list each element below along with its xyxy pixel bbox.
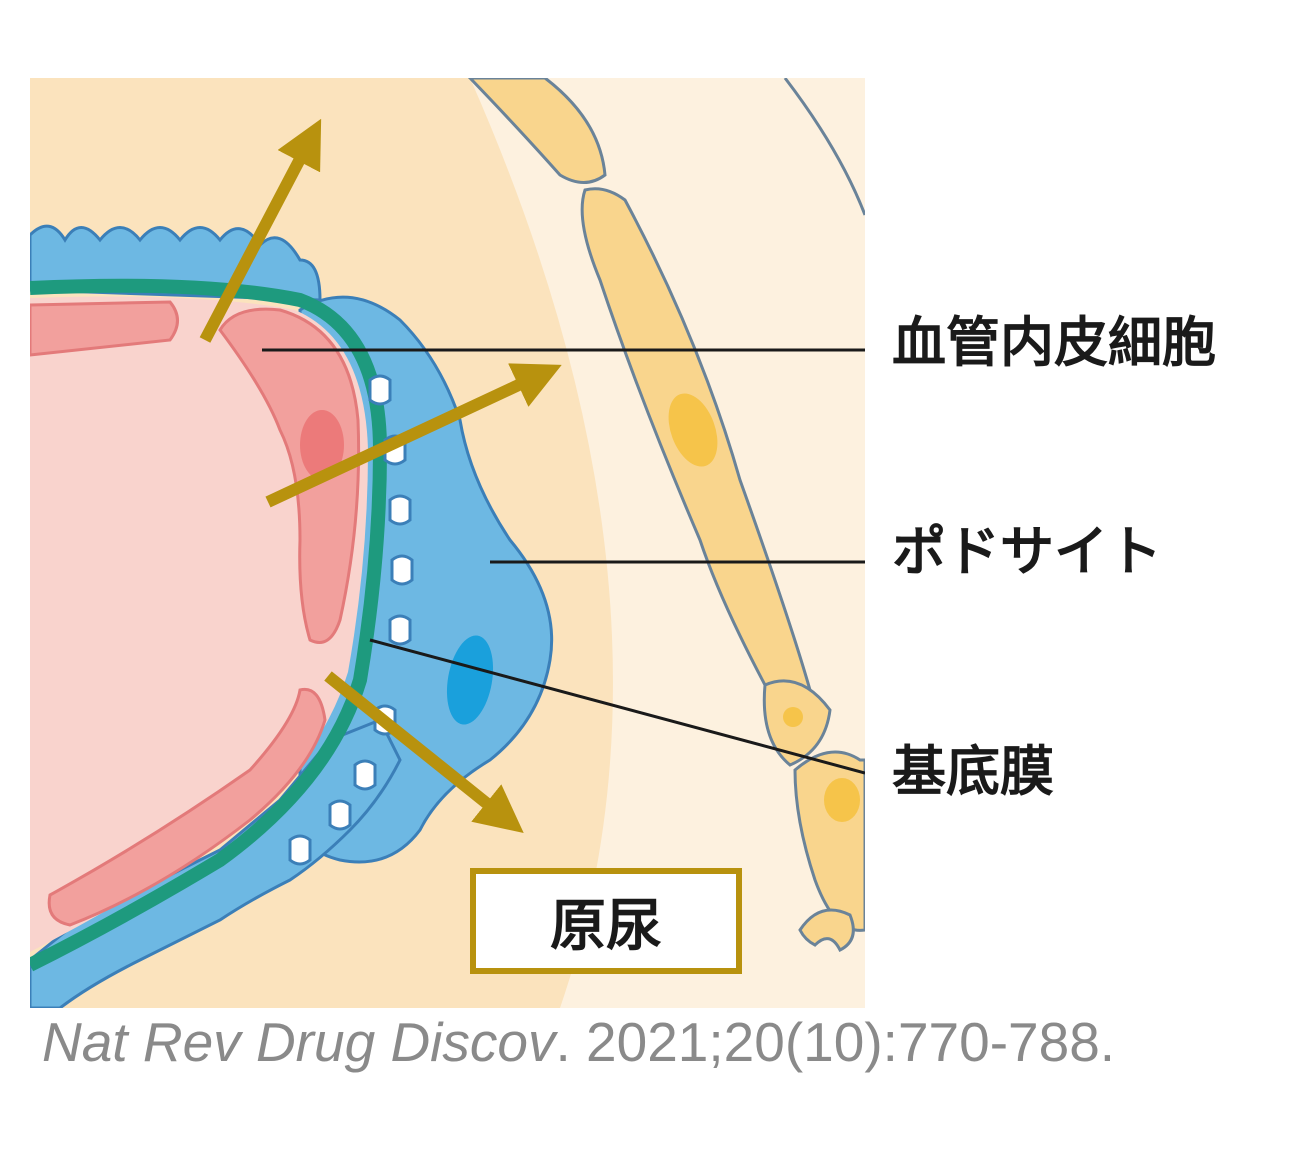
primary-urine-box: 原尿	[470, 868, 742, 974]
filtration-arrow-up	[199, 118, 322, 343]
label-basement-membrane: 基底膜	[892, 740, 1054, 803]
filtration-arrow-right	[265, 363, 562, 508]
label-endothelial-cell: 血管内皮細胞	[892, 311, 1216, 374]
bowman-capsule-line	[783, 78, 865, 216]
endothelial-nucleus	[300, 410, 344, 480]
label-podocyte: ポドサイト	[892, 520, 1162, 583]
citation-details: . 2021;20(10):770-788.	[555, 1011, 1116, 1073]
outer-tissue	[470, 78, 865, 1008]
parietal-nucleus-3	[824, 778, 860, 822]
basement-membrane-shape	[30, 278, 388, 972]
citation-journal: Nat Rev Drug Discov	[42, 1011, 556, 1073]
slit-pores	[288, 374, 414, 866]
filtration-arrow-down	[324, 671, 524, 834]
endothelial-cells	[30, 300, 361, 927]
podocyte-nucleus	[446, 635, 494, 725]
citation: Nat Rev Drug Discov. 2021;20(10):770-788…	[42, 1010, 1115, 1074]
capillary-lumen	[30, 296, 368, 952]
parietal-nucleus-1	[668, 393, 718, 467]
label-primary-urine: 原尿	[550, 893, 662, 959]
parietal-nucleus-2	[783, 707, 803, 727]
filtration-arrows	[199, 118, 562, 834]
leader-line-basement	[369, 638, 865, 775]
